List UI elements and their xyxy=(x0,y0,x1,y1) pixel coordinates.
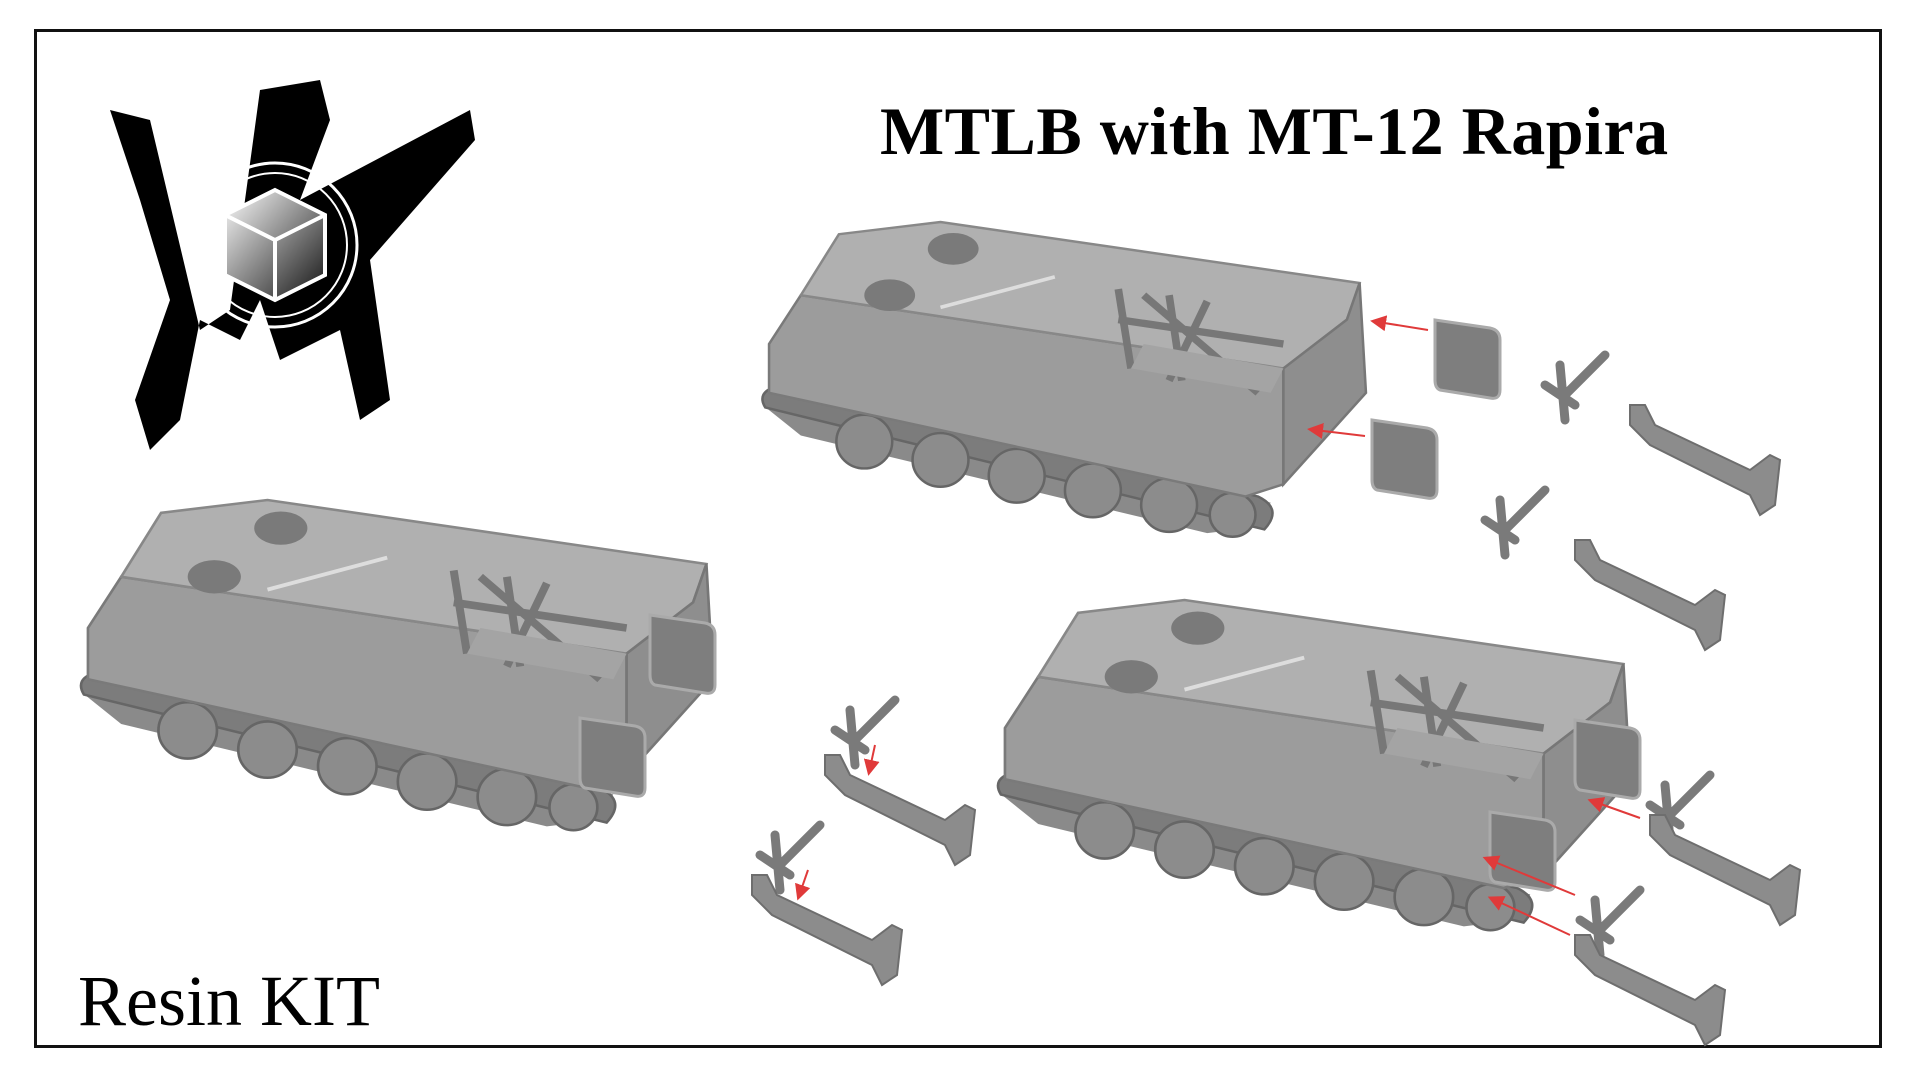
spike-part xyxy=(1545,355,1605,420)
door-part xyxy=(1433,318,1502,400)
spike-part xyxy=(1485,490,1545,555)
assembly-arrows xyxy=(795,315,1641,936)
brand-logo xyxy=(110,80,475,450)
image-frame xyxy=(34,29,1882,1048)
plow-part xyxy=(1649,814,1801,926)
product-title: MTLB with MT-12 Rapira xyxy=(880,93,1669,169)
door-part xyxy=(1488,810,1557,892)
spike-part xyxy=(835,700,895,765)
plow-part xyxy=(1574,934,1726,1046)
plow-part xyxy=(824,754,976,866)
door-part xyxy=(578,716,647,798)
tank-model-top xyxy=(762,222,1366,537)
door-part xyxy=(648,613,717,695)
plow-part xyxy=(751,874,903,986)
plow-part xyxy=(1629,404,1781,516)
plow-part xyxy=(1574,539,1726,651)
door-part xyxy=(1573,718,1642,800)
kit-type-label: Resin KIT xyxy=(78,961,380,1041)
door-part xyxy=(1370,418,1439,500)
